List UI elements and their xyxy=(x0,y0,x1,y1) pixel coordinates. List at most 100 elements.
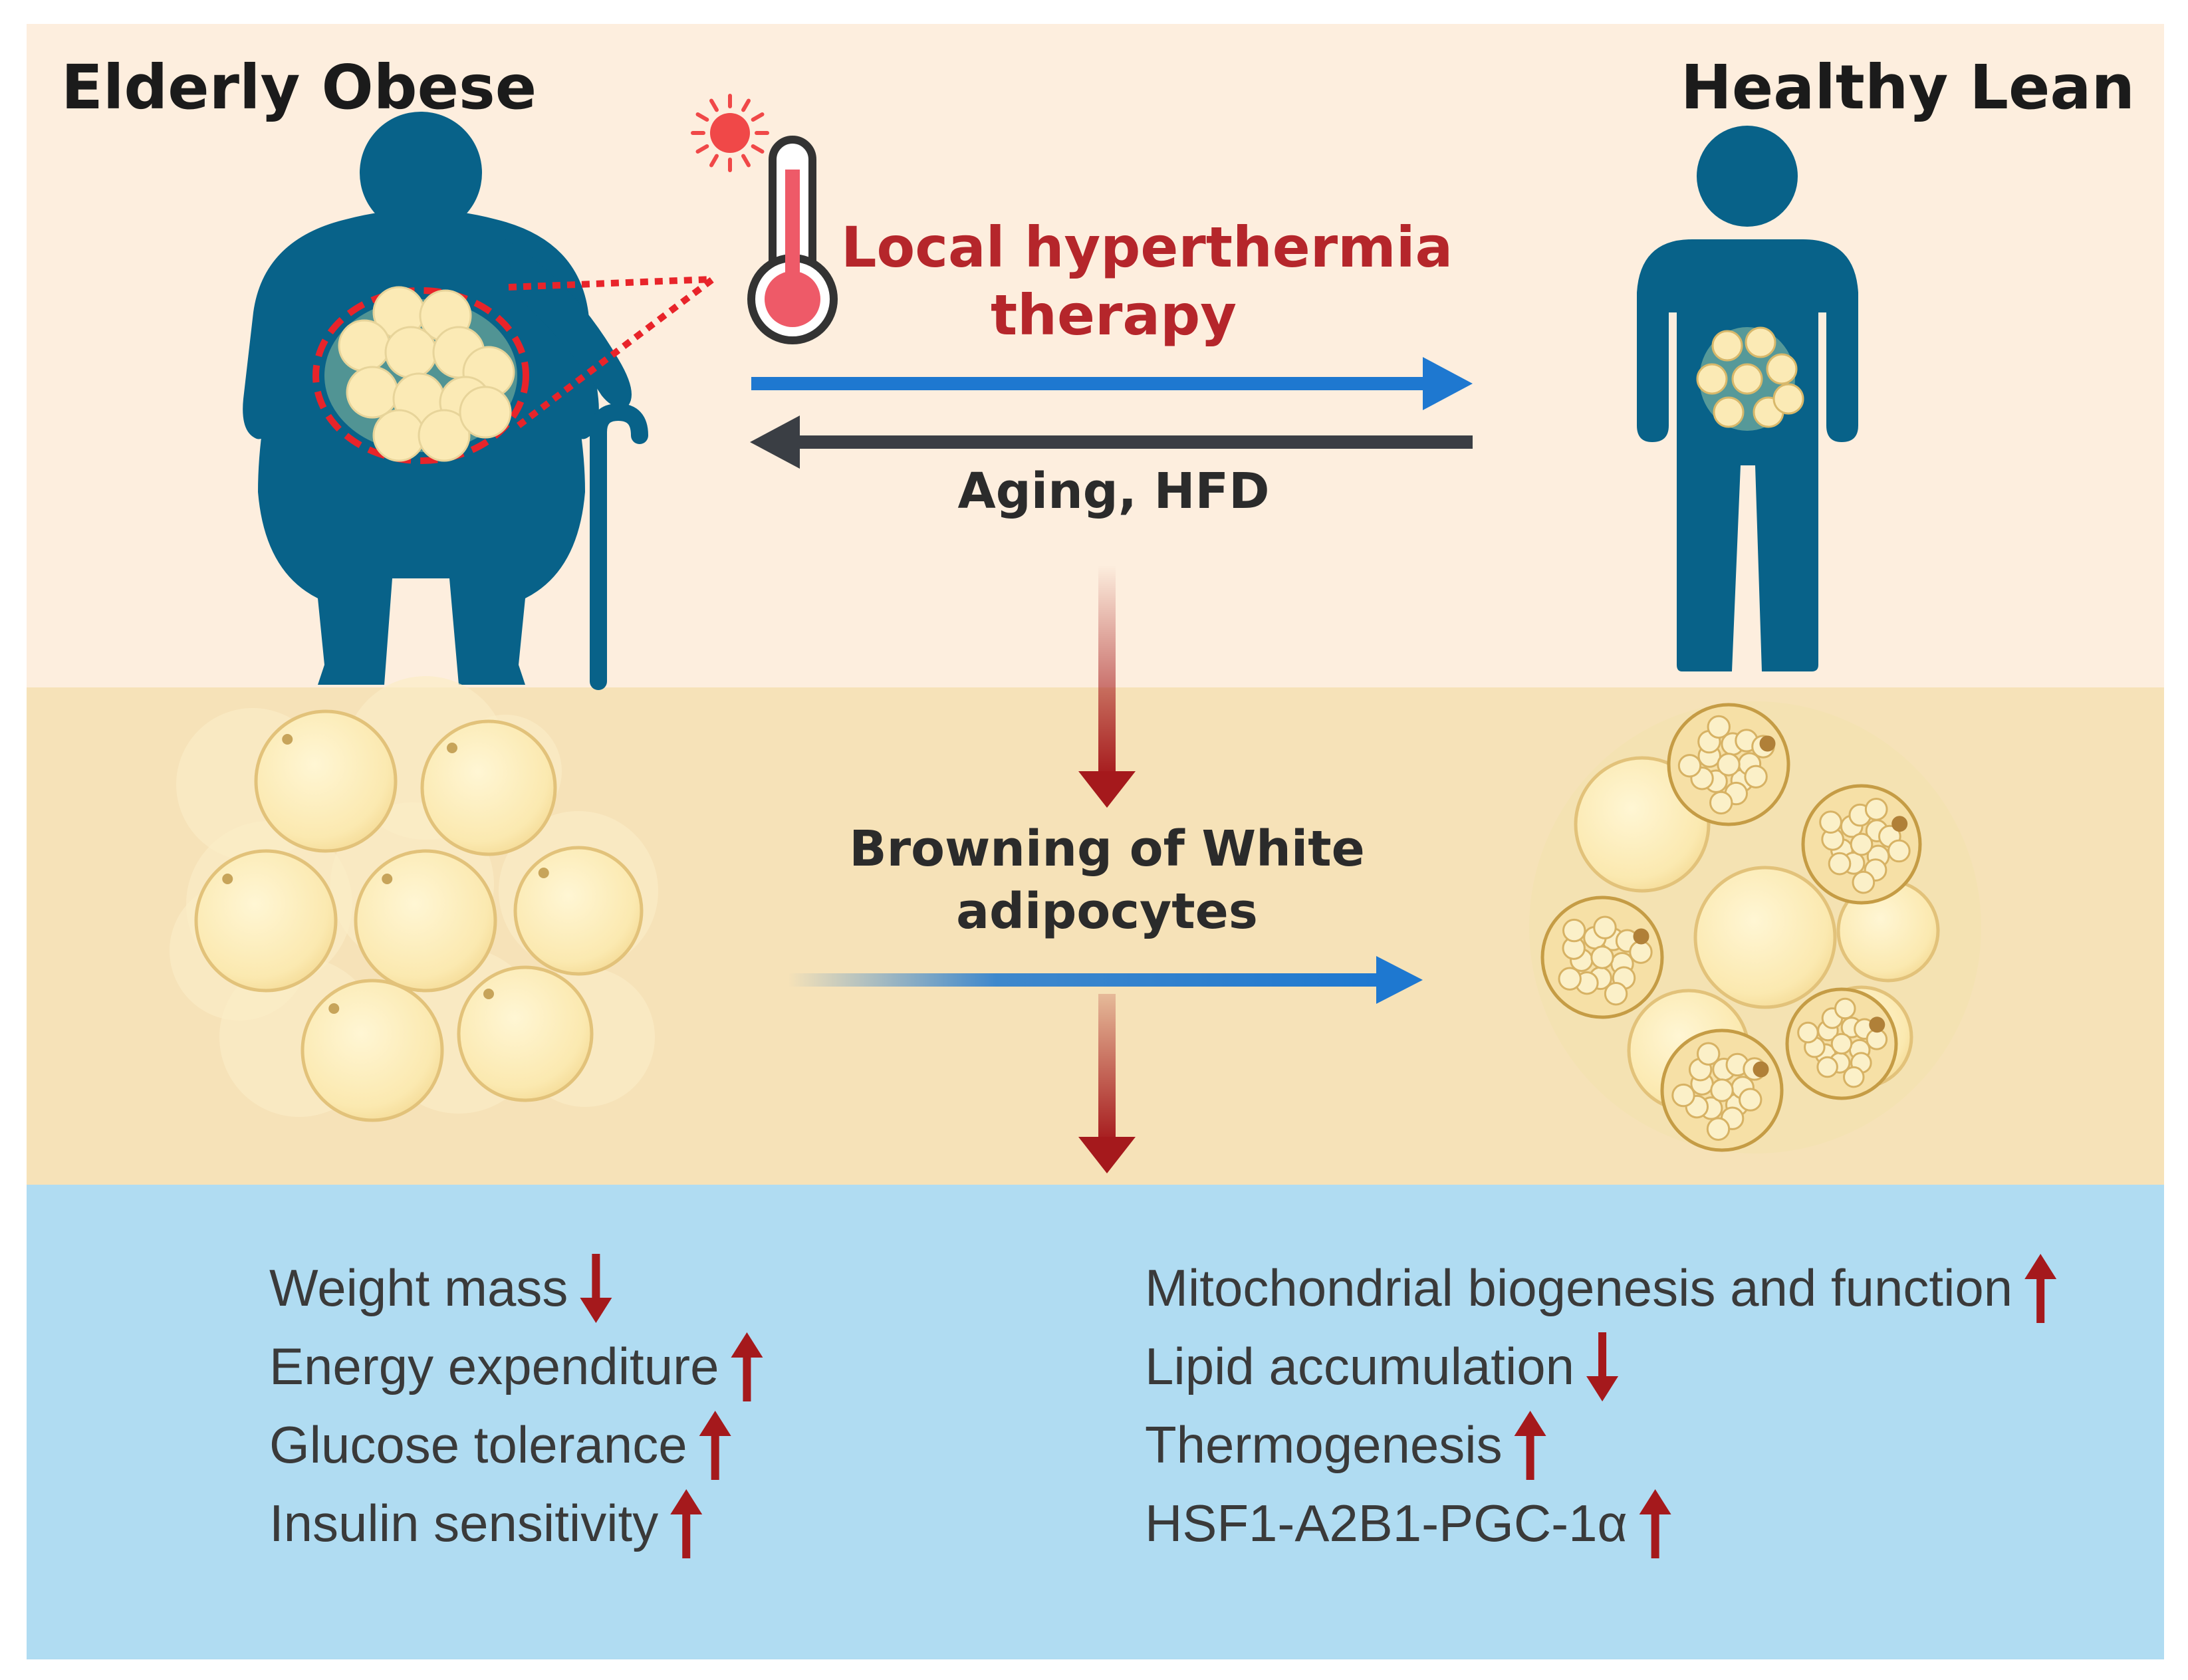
adipocyte-nucleus xyxy=(1633,928,1649,945)
effect-right-2-arrow-down-head xyxy=(1586,1376,1619,1401)
effect-right-3-arrow-up-shaft xyxy=(1526,1431,1534,1480)
white-adipocyte xyxy=(513,846,644,976)
bottom-band xyxy=(27,1185,2164,1659)
effect-right-4-arrow-up-head xyxy=(1639,1489,1671,1514)
walking-cane xyxy=(590,403,648,690)
effect-left-2-arrow-up-shaft xyxy=(743,1352,751,1401)
effect-right-2: Lipid accumulation xyxy=(1145,1337,1575,1395)
adipocyte-nucleus xyxy=(382,874,393,884)
title-elderly-obese: Elderly Obese xyxy=(61,52,537,123)
lipid-droplet xyxy=(1706,1117,1731,1141)
sun-ray xyxy=(695,144,709,154)
adipocyte-nucleus xyxy=(538,868,549,878)
title-healthy-lean: Healthy Lean xyxy=(1680,52,2135,123)
lipid-droplet xyxy=(1830,1032,1853,1055)
lipid-droplet xyxy=(1707,715,1731,739)
effect-left-3-arrow-up-head xyxy=(699,1411,731,1436)
thermometer-bulb xyxy=(765,271,820,327)
lipid-droplet xyxy=(1629,940,1653,964)
lipid-droplet xyxy=(1744,765,1768,788)
lipid-droplet xyxy=(1819,810,1842,834)
lipid-droplet xyxy=(1887,839,1911,863)
adipocyte-nucleus xyxy=(328,1003,340,1014)
browning-label-line2: adipocytes xyxy=(956,883,1258,940)
effect-left-4-arrow-up-shaft xyxy=(682,1509,691,1558)
lipid-droplet xyxy=(1852,870,1876,894)
lipid-droplet xyxy=(1604,982,1628,1006)
white-adipocyte xyxy=(354,849,497,993)
fat-cell xyxy=(459,386,512,439)
adipocyte-nucleus xyxy=(1753,1061,1769,1078)
lipid-droplet xyxy=(1671,1083,1695,1108)
fat-cell xyxy=(1696,363,1728,395)
adipocyte-nucleus xyxy=(1869,1017,1885,1033)
white-adipocyte xyxy=(194,849,338,993)
adipocyte-nucleus xyxy=(1759,735,1776,752)
adipocyte-nucleus xyxy=(282,734,293,745)
beige-adipocyte-cluster xyxy=(1529,701,1981,1153)
fat-cell xyxy=(1745,326,1776,358)
lipid-droplet xyxy=(1816,1056,1838,1078)
effect-right-4: HSF1-A2B1-PGC-1α xyxy=(1145,1494,1628,1552)
fat-cell xyxy=(338,319,391,372)
lipid-droplet xyxy=(1593,915,1617,939)
effect-right-2-arrow-down-shaft xyxy=(1598,1332,1607,1381)
obese-arm xyxy=(505,239,632,408)
aging-arrow xyxy=(750,416,1473,469)
browning-label-line1: Browning of White xyxy=(849,820,1365,878)
effect-arrows xyxy=(580,1254,2057,1558)
white-adipocyte xyxy=(254,709,398,853)
sun-ray xyxy=(751,144,765,154)
fat-cell xyxy=(418,409,471,462)
elderly-obese-figure xyxy=(243,112,715,690)
sun-ray xyxy=(751,112,765,122)
lipid-droplet xyxy=(1843,1066,1865,1088)
lean-body xyxy=(1637,239,1858,671)
effect-left-4-arrow-up-head xyxy=(670,1489,703,1514)
lipid-droplet xyxy=(1850,832,1874,856)
lipid-droplet xyxy=(1828,852,1852,876)
lipid-droplet xyxy=(1717,753,1741,777)
visceral-fat-outline xyxy=(312,287,529,464)
white-adipocyte xyxy=(457,965,594,1102)
sun-rays xyxy=(691,94,769,172)
adipocyte-nucleus xyxy=(483,989,494,999)
lipid-droplet xyxy=(1558,967,1582,991)
lipid-droplet xyxy=(1590,945,1614,969)
red-arrow-bottom xyxy=(1078,994,1136,1173)
effect-right-3: Thermogenesis xyxy=(1145,1415,1503,1474)
aging-hfd-label: Aging, HFD xyxy=(957,463,1270,520)
sun-ray xyxy=(709,154,719,168)
effect-left-1: Weight mass xyxy=(269,1259,568,1317)
fat-cell xyxy=(1766,353,1798,385)
effect-right-4-arrow-up-shaft xyxy=(1651,1509,1659,1558)
effect-right-1-arrow-up-shaft xyxy=(2036,1274,2045,1323)
white-adipocyte xyxy=(301,979,444,1122)
effect-left-2-arrow-up-head xyxy=(731,1332,763,1358)
therapy-arrow xyxy=(751,357,1473,410)
therapy-label-line1: Local hyperthermia xyxy=(841,215,1453,280)
lipid-droplet xyxy=(1864,797,1888,821)
browning-arrow xyxy=(788,956,1423,1004)
effect-left-3: Glucose tolerance xyxy=(269,1415,687,1474)
sun-core xyxy=(710,113,750,153)
sun-ray xyxy=(741,98,751,112)
lipid-droplet xyxy=(1739,1088,1763,1112)
obese-head xyxy=(360,112,482,234)
effect-left-4: Insulin sensitivity xyxy=(269,1494,659,1552)
effect-right-1-arrow-up-head xyxy=(2024,1254,2057,1279)
fat-cell xyxy=(346,366,399,419)
effect-right-1: Mitochondrial biogenesis and function xyxy=(1145,1259,2013,1317)
fat-cell xyxy=(1772,383,1804,415)
effect-left-3-arrow-up-shaft xyxy=(711,1431,719,1480)
sun-ray xyxy=(741,154,751,168)
fat-cell xyxy=(1713,396,1745,428)
zoom-line-upper xyxy=(508,276,713,291)
sun-ray xyxy=(709,98,719,112)
fat-cell xyxy=(372,409,425,462)
lipid-droplet xyxy=(1710,1078,1734,1102)
white-adipocyte xyxy=(1693,866,1837,1009)
lipid-droplet xyxy=(1696,1042,1721,1066)
lipid-droplet xyxy=(1709,790,1733,815)
